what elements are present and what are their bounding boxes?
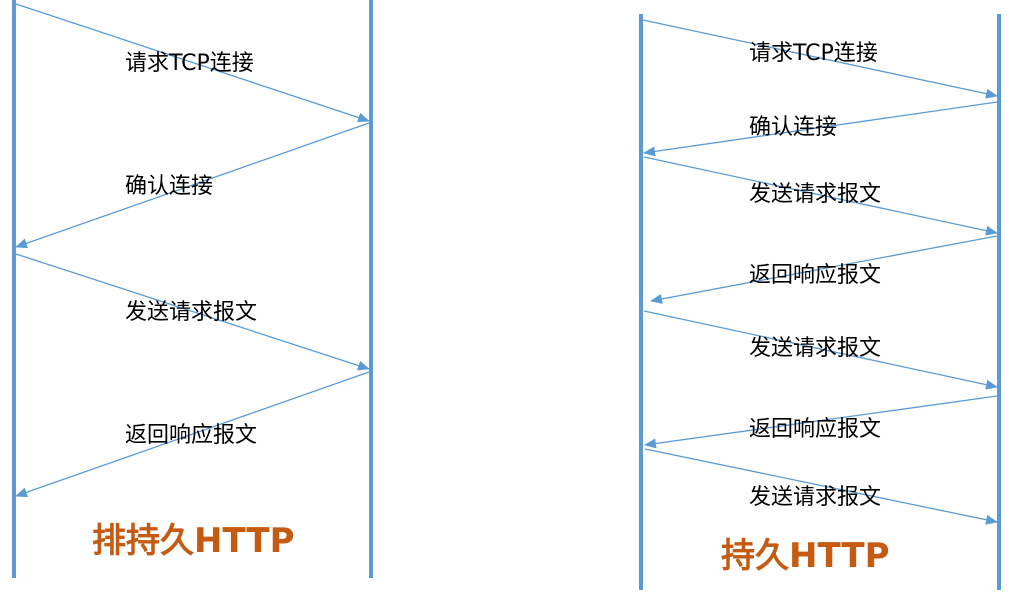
message-label: 发送请求报文 — [125, 300, 257, 325]
message-arrow — [642, 19, 998, 99]
message-label: 确认连接 — [749, 115, 837, 140]
message-arrow — [644, 395, 998, 449]
message-arrow — [15, 3, 370, 123]
message-label: 发送请求报文 — [749, 485, 881, 510]
panel-non-persistent: 请求TCP连接 确认连接 发送请求报文 返回响应报文 排持久HTTP — [12, 0, 373, 578]
message-arrow — [15, 122, 370, 249]
panel-persistent: 请求TCP连接 确认连接 发送请求报文 返回响应报文 发送请求报文 返回响应报文… — [639, 14, 1001, 590]
message-label: 返回响应报文 — [125, 423, 257, 448]
message-arrow — [643, 156, 998, 236]
message-arrow — [643, 310, 998, 390]
message-arrow — [15, 371, 370, 498]
message-label: 请求TCP连接 — [125, 51, 254, 76]
message-label: 确认连接 — [125, 174, 213, 199]
message-label: 发送请求报文 — [749, 182, 881, 207]
message-label: 发送请求报文 — [749, 336, 881, 361]
message-arrow — [650, 235, 998, 304]
message-label: 请求TCP连接 — [749, 41, 878, 66]
message-label: 返回响应报文 — [749, 417, 881, 442]
message-arrow — [644, 448, 998, 525]
message-arrow — [643, 101, 998, 157]
message-arrow — [15, 253, 370, 371]
panel-title: 排持久HTTP — [92, 521, 295, 561]
message-label: 返回响应报文 — [749, 263, 881, 288]
panel-title: 持久HTTP — [721, 536, 890, 576]
